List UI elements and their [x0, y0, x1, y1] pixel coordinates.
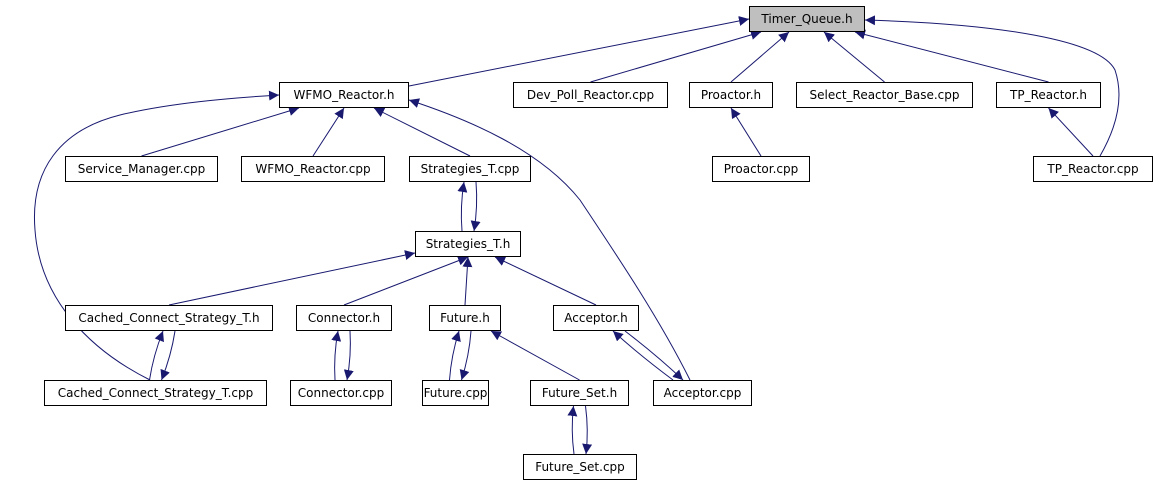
node-cached-connect-strategy-t-h[interactable]: Cached_Connect_Strategy_T.h	[65, 305, 273, 331]
node-dev-poll-reactor-cpp[interactable]: Dev_Poll_Reactor.cpp	[513, 82, 668, 108]
node-tp-reactor-cpp[interactable]: TP_Reactor.cpp	[1033, 156, 1153, 182]
edge-acceptor-cpp-to-acceptor-h	[612, 330, 674, 381]
node-wfmo-reactor-h[interactable]: WFMO_Reactor.h	[279, 82, 409, 108]
edge-connector-h-to-connector-cpp	[343, 330, 354, 381]
edge-proactor-h-to-timer-queue-h	[730, 31, 790, 83]
edge-connector-h-to-strategies-t-h	[343, 255, 469, 306]
edge-strategies-t-cpp-to-strategies-t-h	[470, 181, 481, 232]
edge-future-h-to-future-cpp	[459, 330, 472, 381]
node-connector-h[interactable]: Connector.h	[296, 305, 392, 331]
edge-acceptor-h-to-strategies-t-h	[494, 256, 597, 306]
edge-connector-cpp-to-connector-h	[331, 330, 342, 381]
edge-strategies-t-h-to-strategies-t-cpp	[457, 181, 468, 232]
edge-acceptor-h-to-acceptor-cpp	[624, 330, 684, 381]
node-acceptor-h[interactable]: Acceptor.h	[553, 305, 639, 331]
node-tp-reactor-h[interactable]: TP_Reactor.h	[996, 82, 1101, 108]
edge-tp-reactor-h-to-timer-queue-h	[854, 29, 1049, 83]
edge-acceptor-cpp-to-wfmo-reactor-h	[408, 98, 691, 381]
node-service-manager-cpp[interactable]: Service_Manager.cpp	[65, 156, 218, 182]
edge-future-set-h-to-future-set-cpp	[582, 405, 593, 455]
node-select-reactor-base-cpp[interactable]: Select_Reactor_Base.cpp	[796, 82, 973, 108]
edge-future-set-h-to-future-h	[490, 330, 580, 381]
edge-cached-connect-strategy-t-cpp-to-wfmo-reactor-h	[33, 90, 280, 381]
edge-select-reactor-base-cpp-to-timer-queue-h	[823, 31, 885, 83]
edge-tp-reactor-cpp-to-timer-queue-h	[864, 15, 1120, 157]
node-strategies-t-cpp[interactable]: Strategies_T.cpp	[409, 156, 531, 182]
edge-wfmo-reactor-h-to-timer-queue-h	[408, 16, 750, 87]
node-future-h[interactable]: Future.h	[429, 305, 501, 331]
node-future-set-cpp[interactable]: Future_Set.cpp	[523, 454, 637, 480]
edge-future-cpp-to-future-h	[449, 330, 461, 381]
node-proactor-cpp[interactable]: Proactor.cpp	[712, 156, 810, 182]
node-strategies-t-h[interactable]: Strategies_T.h	[415, 231, 521, 257]
node-timer-queue-h[interactable]: Timer_Queue.h	[749, 6, 865, 32]
node-wfmo-reactor-cpp[interactable]: WFMO_Reactor.cpp	[241, 156, 385, 182]
edge-future-set-cpp-to-future-set-h	[567, 405, 578, 455]
node-cached-connect-strategy-t-cpp[interactable]: Cached_Connect_Strategy_T.cpp	[44, 380, 267, 406]
edge-wfmo-reactor-cpp-to-wfmo-reactor-h	[312, 107, 345, 157]
node-future-cpp[interactable]: Future.cpp	[422, 380, 489, 406]
edge-future-h-to-strategies-t-h	[462, 256, 473, 306]
edge-cached-connect-strategy-t-cpp-to-cached-connect-strategy-t-h	[149, 330, 164, 381]
edge-cached-connect-strategy-t-h-to-cached-connect-strategy-t-cpp	[160, 330, 176, 381]
node-acceptor-cpp[interactable]: Acceptor.cpp	[653, 380, 752, 406]
edge-service-manager-cpp-to-wfmo-reactor-h	[141, 106, 300, 157]
node-connector-cpp[interactable]: Connector.cpp	[290, 380, 392, 406]
edge-cached-connect-strategy-t-h-to-strategies-t-h	[168, 250, 416, 306]
edge-strategies-t-cpp-to-wfmo-reactor-h	[373, 107, 471, 157]
edge-dev-poll-reactor-cpp-to-timer-queue-h	[590, 30, 762, 83]
edge-proactor-cpp-to-proactor-h	[730, 107, 762, 157]
node-proactor-h[interactable]: Proactor.h	[689, 82, 773, 108]
node-future-set-h[interactable]: Future_Set.h	[530, 380, 629, 406]
edge-tp-reactor-cpp-to-tp-reactor-h	[1048, 107, 1094, 157]
